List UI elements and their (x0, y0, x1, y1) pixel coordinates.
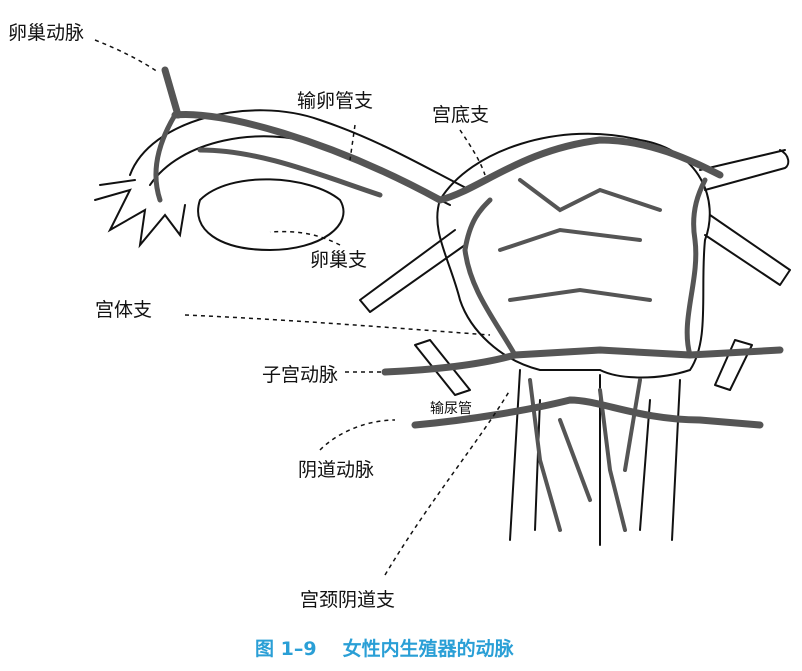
ovary (197, 178, 345, 252)
pointer-body-branch (184, 314, 491, 336)
vagina-outline (509, 369, 681, 546)
label-ovarian-branch: 卵巢支 (310, 249, 368, 271)
label-vaginal-artery: 阴道动脉 (298, 459, 375, 481)
caption-number: 图 1–9 (255, 638, 317, 660)
label-uterine-body-branch: 宫体支 (95, 299, 153, 321)
ovarian-artery-vessel (161, 66, 182, 119)
fallopian-tube-right (699, 149, 790, 191)
pointer-ovarian-artery (94, 39, 159, 73)
pointer-fundal-branch (459, 129, 486, 176)
caption-title: 女性内生殖器的动脉 (342, 638, 514, 660)
label-cervicovaginal-branch: 宫颈阴道支 (300, 589, 396, 611)
label-tubal-branch: 输卵管支 (297, 90, 374, 112)
tubal-branch-vessel (171, 110, 724, 204)
label-ureter: 输尿管 (430, 401, 472, 417)
figure-caption: 图 1–9 女性内生殖器的动脉 (255, 634, 514, 661)
label-uterine-artery: 子宫动脉 (262, 364, 339, 386)
pointer-tubal-branch (349, 124, 356, 161)
pointer-vaginal-artery (319, 419, 396, 451)
label-fundal-branch: 宫底支 (432, 104, 490, 126)
round-ligament-right (704, 214, 791, 286)
uterine-artery-vessel (381, 346, 784, 376)
pointer-cervicovaginal (384, 389, 511, 576)
pointer-ovarian-branch (269, 230, 341, 246)
fallopian-tube-left (129, 109, 471, 191)
uterus-outline (436, 132, 711, 379)
vaginal-artery-vessel (411, 396, 764, 429)
round-ligament-left (359, 229, 466, 313)
ureter-right (714, 339, 753, 391)
label-ovarian-artery: 卵巢动脉 (8, 22, 85, 44)
fimbriae (94, 179, 186, 249)
